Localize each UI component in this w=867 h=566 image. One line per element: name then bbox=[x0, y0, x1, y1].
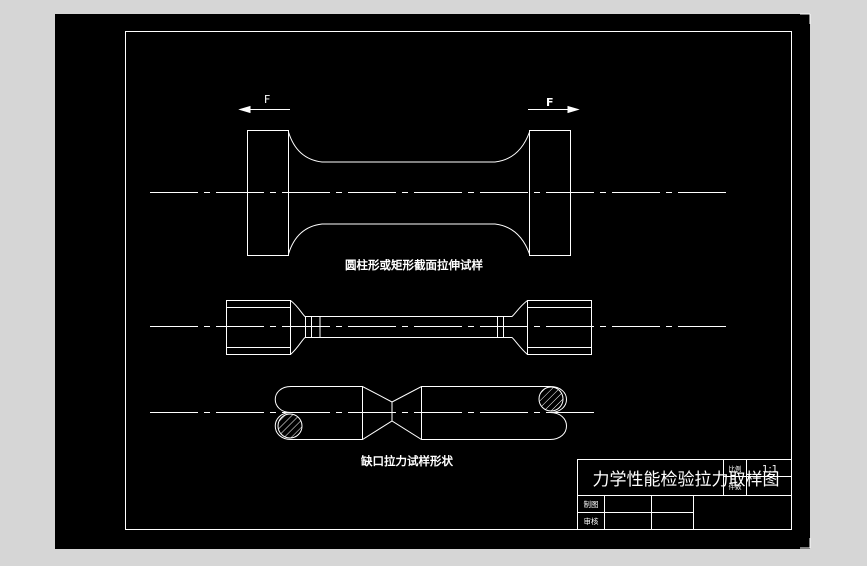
right-threaded-head bbox=[527, 300, 592, 355]
lower-profile bbox=[288, 223, 530, 255]
force-label-left: F bbox=[264, 93, 270, 106]
sheet-corner-marks bbox=[800, 13, 811, 549]
left-threaded-head bbox=[226, 300, 291, 355]
left-arrow-head-icon bbox=[238, 105, 251, 114]
right-section-hatch bbox=[538, 386, 564, 412]
right-arrow-head-icon bbox=[567, 105, 580, 114]
left-section-hatch bbox=[277, 413, 303, 439]
caption-notched-specimen: 缺口拉力试样形状 bbox=[360, 454, 453, 468]
scale-value: 1:1 bbox=[762, 464, 778, 475]
upper-profile bbox=[288, 131, 530, 163]
force-label-right: F bbox=[546, 96, 554, 109]
sheet-label: 件数 bbox=[729, 482, 743, 491]
drawing-border bbox=[125, 31, 792, 530]
drawing-sheet bbox=[55, 14, 810, 549]
drawn-by-label: 制图 bbox=[584, 499, 599, 509]
caption-round-specimen: 圆柱形或矩形截面拉伸试样 bbox=[345, 258, 483, 272]
drawing-title: 力学性能检验拉力取样图 bbox=[593, 470, 780, 490]
title-block bbox=[577, 459, 792, 530]
scale-label: 比例 bbox=[729, 464, 742, 473]
reviewed-by-label: 审核 bbox=[584, 516, 599, 526]
force-arrows bbox=[238, 105, 580, 114]
threaded-specimen bbox=[226, 300, 592, 355]
